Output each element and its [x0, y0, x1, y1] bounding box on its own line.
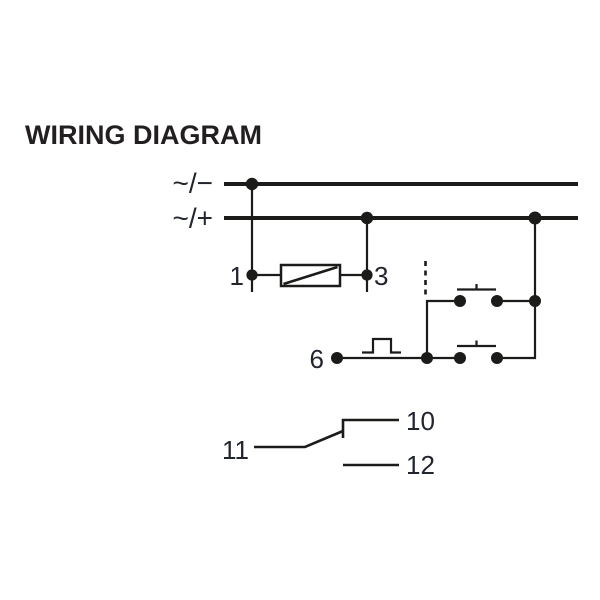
terminal-10-label: 10 [406, 406, 435, 436]
pulse-input: 6 [310, 337, 460, 374]
terminal-11-arm-wire [254, 429, 344, 449]
terminal-1-label: 1 [230, 261, 244, 291]
terminal-12-label: 12 [406, 450, 435, 480]
relay-coil-diagonal [283, 265, 338, 286]
changeover-contact: 11 10 12 [222, 406, 435, 480]
contact-actuator-bar-icon [457, 284, 496, 291]
contact-dot [491, 352, 503, 364]
power-bus-positive: ~/+ [173, 203, 578, 234]
terminal-3-dot [361, 269, 373, 281]
terminal-11-label: 11 [222, 435, 249, 465]
terminal-6-label: 6 [310, 344, 324, 374]
bus-positive-label: ~/+ [173, 203, 213, 234]
supply-drop-right-wire [497, 218, 537, 360]
contact-upper-left-wire [425, 299, 460, 358]
terminal-10-wire [341, 418, 399, 438]
page-title: WIRING DIAGRAM [25, 120, 262, 150]
contact-dot [491, 295, 503, 307]
contact-lower [454, 340, 503, 364]
relay-coil [252, 263, 367, 288]
junction-dot [529, 295, 541, 307]
bus-negative-label: ~/− [173, 168, 213, 199]
pulse-signal-icon [362, 337, 401, 354]
power-bus-negative: ~/− [173, 168, 578, 199]
branch-terminal-3: 3 [361, 218, 388, 292]
terminal-3-label: 3 [374, 261, 388, 291]
contact-dot [454, 352, 466, 364]
contact-dot [454, 295, 466, 307]
contact-upper [425, 284, 541, 358]
contact-actuator-bar-icon [457, 340, 496, 348]
